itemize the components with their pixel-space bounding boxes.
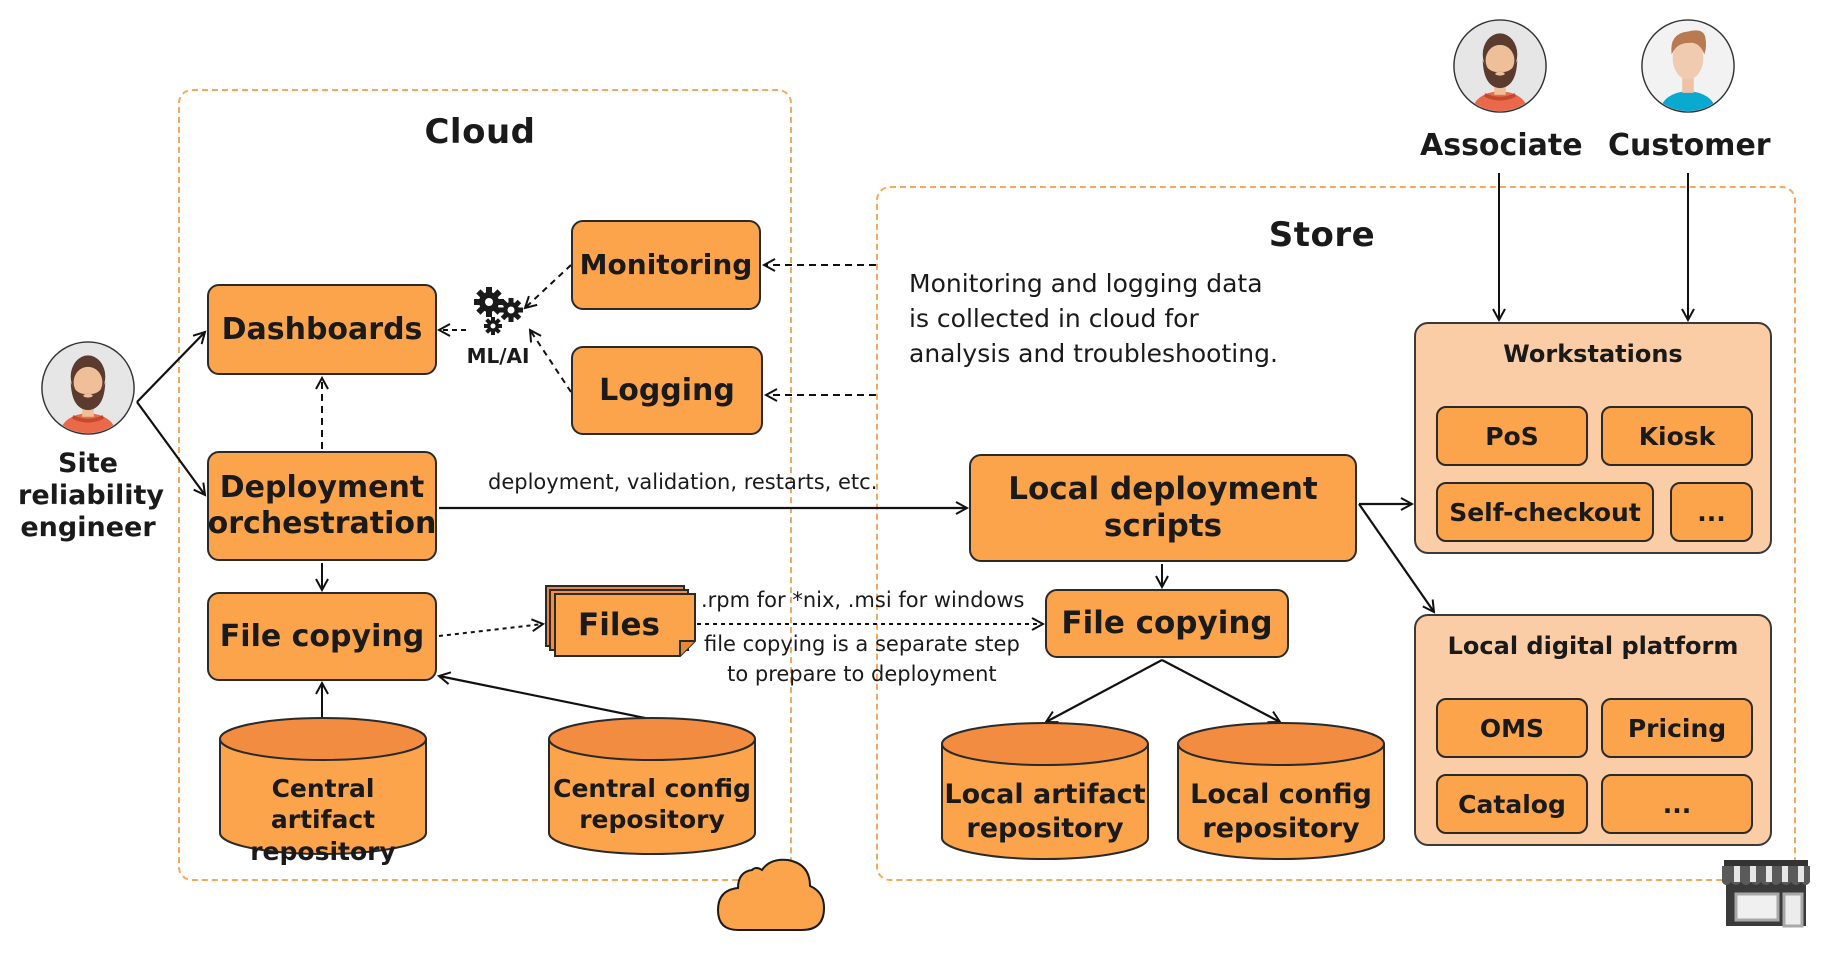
central-artifact-line-1: Central artifact xyxy=(270,774,376,835)
workstation-pos-label: PoS xyxy=(1485,421,1539,451)
packages-edge-label: .rpm for *nix, .msi for windows xyxy=(701,588,1025,612)
actor-associate: Associate xyxy=(1420,18,1583,163)
cloud-title: Cloud xyxy=(424,112,536,152)
platform-oms[interactable]: OMS xyxy=(1436,698,1588,758)
workstations-title: Workstations xyxy=(1503,340,1683,368)
local-artifact-line-2: repository xyxy=(966,812,1124,844)
actor-sre: Site reliability engineer xyxy=(18,340,164,544)
database-icon xyxy=(219,717,427,855)
ml-ai-node: ML/AI xyxy=(458,286,538,368)
sre-name-line-3: engineer xyxy=(20,511,156,543)
database-icon xyxy=(1177,722,1385,860)
local-deployment-scripts-line-1: Local deployment xyxy=(1008,470,1318,507)
monitoring-box[interactable]: Monitoring xyxy=(571,220,761,310)
associate-avatar-icon xyxy=(1453,19,1547,113)
central-artifact-line-2: repository xyxy=(250,836,396,866)
store-icon xyxy=(1722,860,1810,928)
file-copy-note-line-2: to prepare to deployment xyxy=(727,661,997,686)
customer-name: Customer xyxy=(1608,128,1771,163)
file-icon xyxy=(554,593,696,657)
store-title: Store xyxy=(1268,215,1376,255)
customer-avatar-icon xyxy=(1641,19,1735,113)
local-digital-platform-group: Local digital platform OMS Pricing Catal… xyxy=(1414,614,1772,846)
workstation-kiosk[interactable]: Kiosk xyxy=(1601,406,1753,466)
local-config-repository[interactable]: Local config repository xyxy=(1176,722,1386,862)
workstation-more[interactable]: ... xyxy=(1670,482,1753,542)
platform-pricing[interactable]: Pricing xyxy=(1601,698,1753,758)
central-config-line-1: Central config xyxy=(553,774,751,803)
store-note-line-2: is collected in cloud for xyxy=(909,304,1199,333)
store-region xyxy=(876,186,1796,881)
database-icon xyxy=(548,717,756,855)
local-config-line-2: repository xyxy=(1202,812,1360,844)
ml-ai-label: ML/AI xyxy=(466,344,530,368)
store-note-line-3: analysis and troubleshooting. xyxy=(909,339,1278,368)
cloud-file-copying-box[interactable]: File copying xyxy=(207,592,437,681)
dashboards-label: Dashboards xyxy=(221,311,423,347)
deployment-edge-label: deployment, validation, restarts, etc. xyxy=(488,470,878,494)
logging-label: Logging xyxy=(599,372,735,408)
logging-box[interactable]: Logging xyxy=(571,346,763,435)
file-copy-note-line-1: file copying is a separate step xyxy=(704,632,1020,656)
store-file-copying-label: File copying xyxy=(1061,604,1273,641)
platform-catalog-label: Catalog xyxy=(1458,789,1566,819)
local-digital-platform-title: Local digital platform xyxy=(1447,632,1739,660)
deployment-orchestration-line-2: orchestration xyxy=(207,506,437,541)
workstation-pos[interactable]: PoS xyxy=(1436,406,1588,466)
workstation-more-label: ... xyxy=(1697,497,1726,527)
platform-more[interactable]: ... xyxy=(1601,774,1753,834)
workstations-group: Workstations PoS Kiosk Self-checkout ... xyxy=(1414,322,1772,554)
platform-pricing-label: Pricing xyxy=(1627,713,1727,743)
gears-icon xyxy=(474,287,523,335)
central-config-repository[interactable]: Central config repository xyxy=(547,717,757,857)
files-node[interactable]: Files xyxy=(545,585,697,657)
file-copy-note: file copying is a separate step to prepa… xyxy=(704,630,1020,690)
store-monitoring-note: Monitoring and logging data is collected… xyxy=(909,266,1278,371)
monitoring-label: Monitoring xyxy=(579,248,753,282)
store-file-copying-box[interactable]: File copying xyxy=(1045,589,1289,658)
platform-catalog[interactable]: Catalog xyxy=(1436,774,1588,834)
actor-customer: Customer xyxy=(1608,18,1771,163)
database-icon xyxy=(941,722,1149,860)
workstation-self-checkout[interactable]: Self-checkout xyxy=(1436,482,1654,542)
local-config-line-1: Local config xyxy=(1190,779,1372,810)
deployment-orchestration-box[interactable]: Deployment orchestration xyxy=(207,451,437,561)
dashboards-box[interactable]: Dashboards xyxy=(207,284,437,375)
central-config-line-2: repository xyxy=(579,805,725,835)
sre-name-line-1: Site xyxy=(58,448,118,479)
central-artifact-repository[interactable]: Central artifact repository xyxy=(218,717,428,866)
cloud-file-copying-label: File copying xyxy=(219,618,425,654)
store-note-line-1: Monitoring and logging data xyxy=(909,269,1263,298)
files-label: Files xyxy=(578,607,660,643)
local-deployment-scripts-line-2: scripts xyxy=(1103,508,1223,544)
deployment-orchestration-line-1: Deployment xyxy=(219,470,425,505)
sre-avatar-icon xyxy=(41,341,135,435)
workstation-self-checkout-label: Self-checkout xyxy=(1449,497,1641,527)
cloud-icon xyxy=(716,858,826,931)
local-artifact-line-1: Local artifact xyxy=(944,779,1146,810)
platform-more-label: ... xyxy=(1662,789,1692,819)
platform-oms-label: OMS xyxy=(1479,713,1545,743)
local-artifact-repository[interactable]: Local artifact repository xyxy=(940,722,1150,862)
sre-name-line-2: reliability xyxy=(18,479,164,511)
workstation-kiosk-label: Kiosk xyxy=(1638,421,1716,451)
associate-name: Associate xyxy=(1420,128,1583,163)
local-deployment-scripts-box[interactable]: Local deployment scripts xyxy=(969,454,1357,562)
